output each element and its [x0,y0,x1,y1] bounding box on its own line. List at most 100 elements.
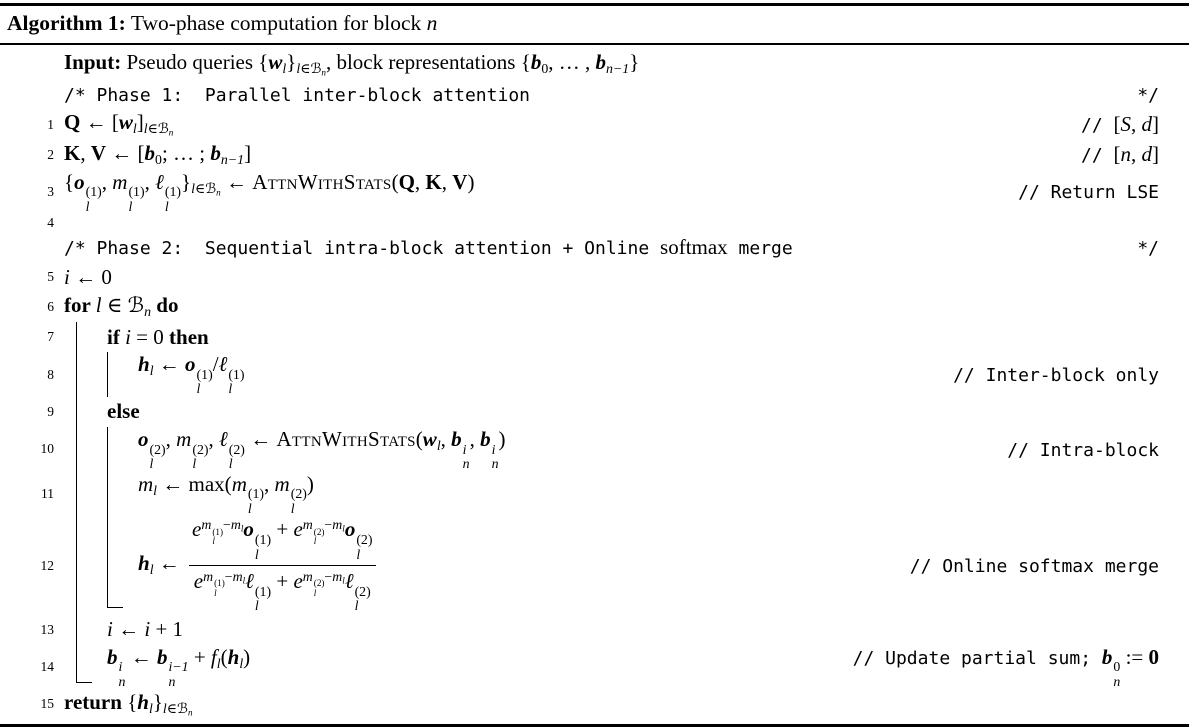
math-seg: l [150,363,154,378]
math-seg: n [187,707,193,718]
math-seg: l [85,198,90,215]
math-seg: (2) [313,578,325,589]
math-seg: m [112,169,128,194]
math-seg: h [138,551,150,576]
math-seg: b [451,427,462,451]
math-seg: // Return LSE [1018,182,1159,204]
math-seg: ℓ [344,569,354,594]
algo-line: 9 else [20,397,1159,427]
math-seg: l [212,536,215,547]
subsup-stack: (2)l [354,584,371,614]
line-comment: */ [1117,82,1159,107]
math-seg: m [230,517,241,533]
math-seg: ∈ [166,701,178,717]
math-seg: l∈ℬn [144,121,174,139]
line-content: if i = 0 then [107,325,209,350]
math-seg: o [243,517,254,542]
math-seg: l [214,587,217,598]
subsup-stack: (2)l [150,442,166,472]
math-seg: ← 0 [69,264,112,289]
math-seg: } [286,50,297,75]
math-seg: i [119,660,123,675]
math-seg: b [1101,644,1113,669]
math-seg: do [151,293,179,318]
math-seg: else [107,399,140,424]
math-seg: l [164,198,169,214]
math-seg: ← [153,551,186,576]
math-seg: , [440,427,452,451]
algo-line: /* Phase 2: Sequential intra-block atten… [20,232,1159,262]
math-seg: ℓ [155,169,164,194]
math-seg: l [254,598,259,614]
math-seg: m(2)l−ml [303,517,345,545]
math-seg: l [85,198,90,214]
math-seg: n [168,673,176,689]
math-seg: (1) [128,184,145,200]
math-seg: l [241,524,244,534]
math-seg: /* Phase 1: Parallel inter-block attenti… [64,85,530,106]
math-seg: , [1131,112,1142,136]
line-number: 2 [47,146,54,162]
block-indent-rule [76,397,107,427]
math-seg: Q [64,110,81,135]
math-seg: l∈ℬn [163,701,193,718]
math-seg: (1) [214,578,225,589]
algo-line: /* Phase 1: Parallel inter-block attenti… [20,80,1159,110]
math-seg: ] [1152,142,1159,166]
math-seg: m [201,517,212,533]
math-seg: f [210,644,217,669]
math-seg: , block representations [325,50,521,75]
math-seg: (1) [214,578,225,589]
math-seg: */ [1137,237,1159,259]
math-seg: ← [244,427,277,451]
line-comment: */ [1117,235,1159,260]
math-seg: l [255,547,259,563]
math-seg: 0 [541,61,549,77]
math-seg: l [356,546,361,562]
math-seg: b [144,140,156,165]
subsup-stack: (1)l [254,584,271,614]
line-number: 10 [40,441,55,457]
math-seg: AttnWithStats [276,427,416,451]
math-seg: [ [1113,142,1121,166]
line-content: i ← i + 1 [107,617,183,642]
math-seg: (2) [192,442,208,458]
math-seg: l [437,438,441,453]
math-seg: n [463,456,470,472]
math-seg: n−1 [221,152,244,167]
math-seg: i−1 [168,659,189,675]
math-seg: n [168,128,174,139]
math-seg: { [520,50,531,75]
math-seg: l [217,656,221,671]
math-seg: b [210,140,221,165]
math-seg: m(1)l−ml [201,517,244,545]
math-seg: l [133,121,137,136]
line-number: 9 [47,403,54,419]
math-seg: i [491,441,496,457]
math-seg: o [344,517,356,542]
math-seg: l [247,500,252,516]
math-seg: (1) [164,184,182,200]
math-seg: n [1120,142,1132,166]
math-seg: (2) [355,584,371,600]
math-seg: l [196,381,201,397]
math-seg: l [354,598,359,614]
math-seg: 0 [1113,659,1121,675]
math-seg: ∈ [194,180,206,196]
subsup-stack: (1)l [85,184,102,215]
math-seg: Input: [64,50,127,75]
math-seg: , [414,169,426,194]
line-number: 13 [40,621,55,637]
math-seg: l [254,598,259,614]
math-seg: l [212,536,215,547]
block-indent-rule [76,427,107,472]
line-number: 6 [47,299,54,315]
block-indent-rule [76,352,107,397]
